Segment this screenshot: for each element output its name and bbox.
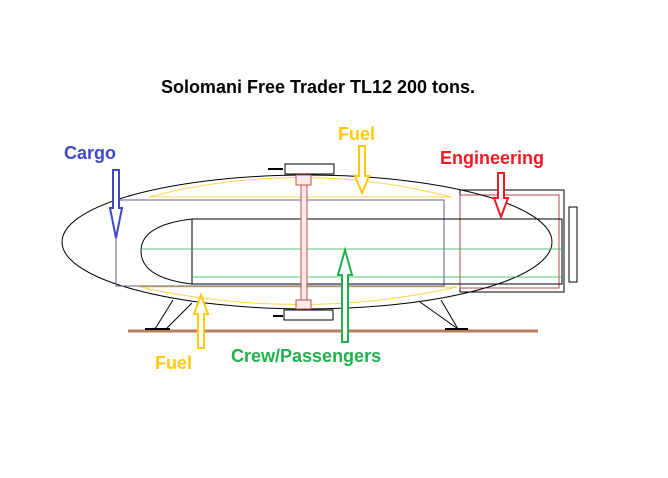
cargo-arrow-icon xyxy=(108,169,124,239)
turret-bottom xyxy=(273,309,334,321)
fuel-bottom-label: Fuel xyxy=(155,353,193,373)
inner-hull-nose xyxy=(140,218,193,285)
crew-passengers-label: Crew/Passengers xyxy=(231,346,382,366)
turret-top xyxy=(268,163,335,175)
fuel-top-label: Fuel xyxy=(338,124,376,144)
engineering-section xyxy=(459,194,560,289)
fuel-top-arrow-icon xyxy=(353,145,371,196)
engineering-label: Engineering xyxy=(440,148,545,168)
access-shaft xyxy=(295,174,312,310)
fuel-bottom-arrow-icon xyxy=(192,292,210,349)
diagram-title: Solomani Free Trader TL12 200 tons. xyxy=(160,77,476,97)
cargo-hold xyxy=(115,199,445,287)
cargo-label: Cargo xyxy=(64,143,117,163)
landing-legs xyxy=(145,299,468,330)
crew-section xyxy=(191,218,563,285)
engineering-arrow-icon xyxy=(492,172,510,220)
crew-arrow-icon xyxy=(336,246,354,343)
thruster-plate xyxy=(568,206,578,283)
